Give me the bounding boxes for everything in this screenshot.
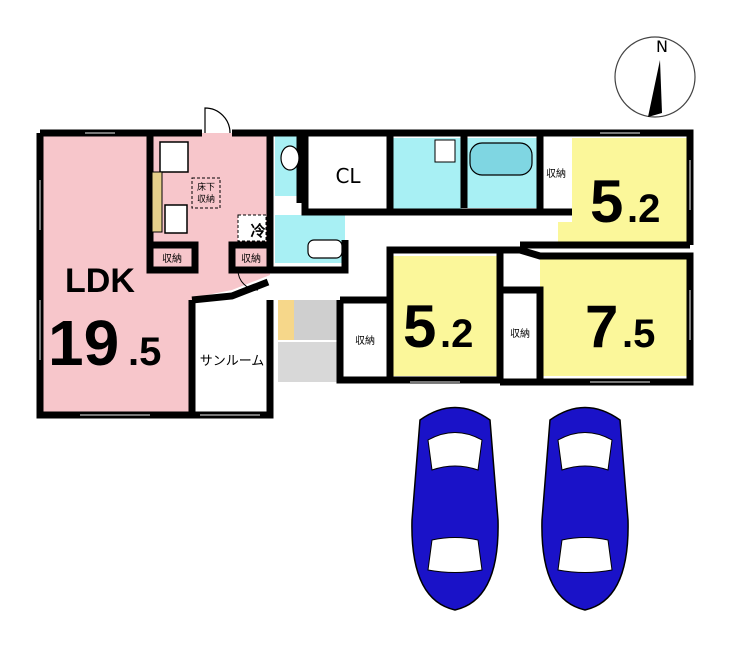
car-left [411, 406, 499, 611]
sunroom-label: サンルーム [200, 354, 265, 369]
ldk-size-int: 19 [48, 307, 119, 379]
washer-icon [434, 139, 456, 163]
bathtub-icon [469, 142, 533, 176]
bedroom2-size-int: 5 [403, 293, 436, 360]
bedroom-right-bottom [540, 256, 688, 376]
compass: N [614, 36, 696, 118]
storage-label-bed2: 収納 [355, 334, 375, 347]
cl-label: CL [335, 164, 361, 188]
toilet-icon [280, 145, 300, 171]
windows [39, 132, 691, 416]
sink-icon [159, 141, 189, 173]
washbasin-icon [307, 239, 343, 259]
compass-circle [614, 36, 696, 118]
sunroom-room [195, 298, 270, 412]
storage-label-bed3: 収納 [510, 327, 530, 340]
compass-north-label: N [656, 37, 668, 56]
entrance-floor [278, 342, 340, 382]
bedroom-right-top [558, 138, 688, 245]
stove-icon [164, 204, 188, 234]
ldk-size-dec: .5 [128, 330, 161, 374]
door-swing [237, 269, 259, 291]
bedroom1-size-int: 5 [590, 168, 623, 235]
bedroom2-size-dec: .2 [440, 312, 473, 356]
car-right [541, 406, 629, 611]
step [278, 300, 294, 340]
underfloor-storage-line1: 床下 [197, 181, 215, 193]
counter [151, 171, 163, 233]
bedroom1-size-dec: .2 [627, 187, 660, 231]
storage-label-bed1: 収納 [546, 167, 566, 180]
bedroom-middle [390, 256, 498, 376]
storage-label-fridge: 収納 [241, 252, 261, 265]
fridge-label: 冷 [250, 222, 265, 240]
walls [36, 129, 694, 419]
wall-blocks [148, 243, 272, 272]
north-arrow-icon [648, 60, 662, 117]
bedroom3-size-dec: .5 [622, 312, 655, 356]
entry-door-icon [204, 107, 231, 134]
ldk-name: LDK [65, 262, 135, 300]
underfloor-storage-box [191, 177, 221, 209]
bedroom3-size-int: 7 [585, 293, 618, 360]
underfloor-storage-line2: 収納 [197, 193, 215, 205]
fridge-box [237, 214, 267, 242]
storage-label-kitchen: 収納 [162, 252, 182, 265]
